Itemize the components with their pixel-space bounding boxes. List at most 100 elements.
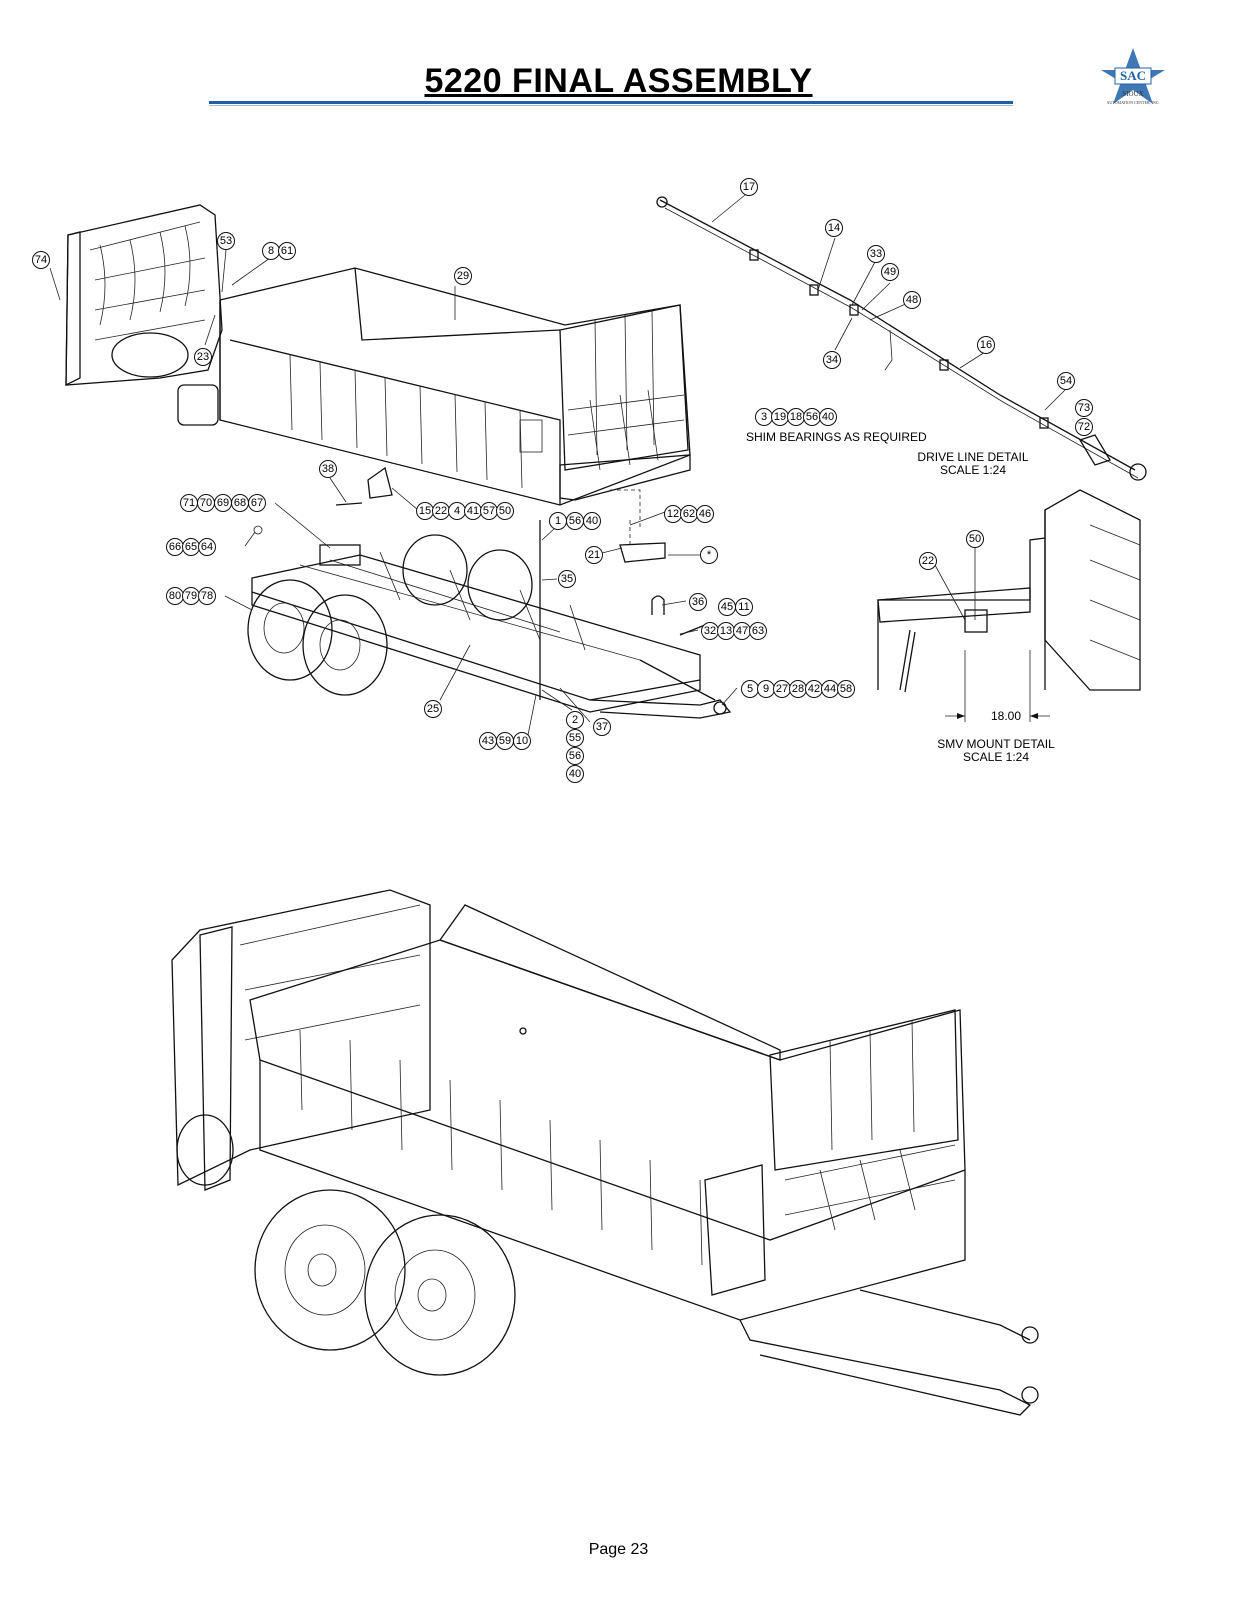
svg-text:36: 36 (692, 596, 704, 608)
svg-text:55: 55 (569, 732, 581, 744)
note-drive-line-detail: DRIVE LINE DETAIL (917, 450, 1028, 464)
svg-text:80: 80 (169, 590, 181, 602)
svg-text:40: 40 (822, 411, 834, 423)
callout-22: 22 (432, 502, 450, 520)
svg-text:68: 68 (234, 497, 246, 509)
svg-text:22: 22 (435, 505, 447, 517)
svg-text:56: 56 (569, 515, 581, 527)
callout-10: 10 (513, 732, 531, 750)
callout-44: 44 (821, 680, 839, 698)
callout-78: 78 (198, 587, 216, 605)
svg-text:41: 41 (467, 505, 479, 517)
note-smv-mount-scale: SCALE 1:24 (963, 750, 1029, 764)
note-shim-bearings: SHIM BEARINGS AS REQUIRED (746, 430, 927, 444)
svg-text:10: 10 (516, 735, 528, 747)
svg-text:71: 71 (183, 497, 195, 509)
svg-text:50: 50 (499, 505, 511, 517)
svg-text:64: 64 (201, 541, 213, 553)
callout-17: 17 (740, 178, 758, 196)
callout-25: 25 (424, 700, 442, 718)
svg-text:27: 27 (776, 683, 788, 695)
callout-21: 21 (585, 546, 603, 564)
svg-text:29: 29 (457, 270, 469, 282)
callout-14: 14 (825, 219, 843, 237)
sac-logo: SAC SIOUX AUTOMATION CENTER, INC. (1101, 48, 1165, 106)
callout-63: 63 (749, 622, 767, 640)
callout-13: 13 (717, 622, 735, 640)
svg-text:1: 1 (555, 515, 561, 527)
callout-43: 43 (479, 732, 497, 750)
svg-text:57: 57 (483, 505, 495, 517)
svg-text:17: 17 (743, 181, 755, 193)
svg-text:45: 45 (721, 601, 733, 613)
callout-5: 5 (741, 680, 759, 698)
callout-74: 74 (32, 251, 50, 269)
svg-text:18: 18 (790, 411, 802, 423)
svg-text:38: 38 (322, 463, 334, 475)
callout-41: 41 (464, 502, 482, 520)
callout-67: 67 (248, 494, 266, 512)
callout-4: 4 (448, 502, 466, 520)
callout-50: 50 (496, 502, 514, 520)
callout-34: 34 (823, 351, 841, 369)
spreader-isometric-view (171, 889, 1039, 1416)
svg-text:35: 35 (561, 573, 573, 585)
title-underline-rule-light (209, 105, 1013, 106)
svg-text:53: 53 (220, 235, 232, 247)
spreader-box-exploded (65, 204, 691, 506)
callout-72: 72 (1075, 418, 1093, 436)
callout-9: 9 (757, 680, 775, 698)
svg-text:79: 79 (185, 590, 197, 602)
callout-58: 58 (837, 680, 855, 698)
svg-text:9: 9 (763, 683, 769, 695)
svg-text:65: 65 (185, 541, 197, 553)
svg-text:69: 69 (217, 497, 229, 509)
callout-46: 46 (696, 505, 714, 523)
svg-text:62: 62 (683, 508, 695, 520)
drive-line-detail (656, 196, 1147, 481)
smv-mount-detail (877, 489, 1141, 722)
svg-text:47: 47 (736, 625, 748, 637)
callout-45: 45 (718, 598, 736, 616)
callout-12: 12 (664, 505, 682, 523)
svg-text:25: 25 (427, 703, 439, 715)
logo-mark: SAC (1120, 68, 1146, 83)
page-number: Page 23 (588, 1541, 649, 1558)
callout-80: 80 (166, 587, 184, 605)
svg-text:43: 43 (482, 735, 494, 747)
svg-text:44: 44 (824, 683, 836, 695)
callout-8: 8 (262, 242, 280, 260)
callout-16: 16 (977, 336, 995, 354)
svg-text:50: 50 (969, 533, 981, 545)
callout-66: 66 (166, 538, 184, 556)
svg-text:49: 49 (884, 266, 896, 278)
svg-text:12: 12 (667, 508, 679, 520)
callout-33: 33 (867, 245, 885, 263)
callout-56: 56 (803, 408, 821, 426)
svg-text:19: 19 (774, 411, 786, 423)
svg-text:74: 74 (35, 254, 47, 266)
svg-text:32: 32 (704, 625, 716, 637)
svg-text:8: 8 (268, 245, 274, 257)
note-smv-mount-detail: SMV MOUNT DETAIL (937, 737, 1055, 751)
svg-text:67: 67 (251, 497, 263, 509)
svg-text:28: 28 (792, 683, 804, 695)
callout-29: 29 (454, 267, 472, 285)
callout-19: 19 (771, 408, 789, 426)
callout-40: 40 (819, 408, 837, 426)
svg-text:56: 56 (569, 750, 581, 762)
callout-56: 56 (566, 512, 584, 530)
callout-38: 38 (319, 460, 337, 478)
svg-text:*: * (707, 549, 712, 561)
svg-text:22: 22 (922, 555, 934, 567)
svg-text:5: 5 (747, 683, 753, 695)
callout-65: 65 (182, 538, 200, 556)
svg-text:13: 13 (720, 625, 732, 637)
callout-56: 56 (566, 747, 584, 765)
callout-15: 15 (416, 502, 434, 520)
callout-73: 73 (1075, 399, 1093, 417)
svg-text:33: 33 (870, 248, 882, 260)
svg-text:54: 54 (1060, 375, 1072, 387)
svg-text:56: 56 (806, 411, 818, 423)
